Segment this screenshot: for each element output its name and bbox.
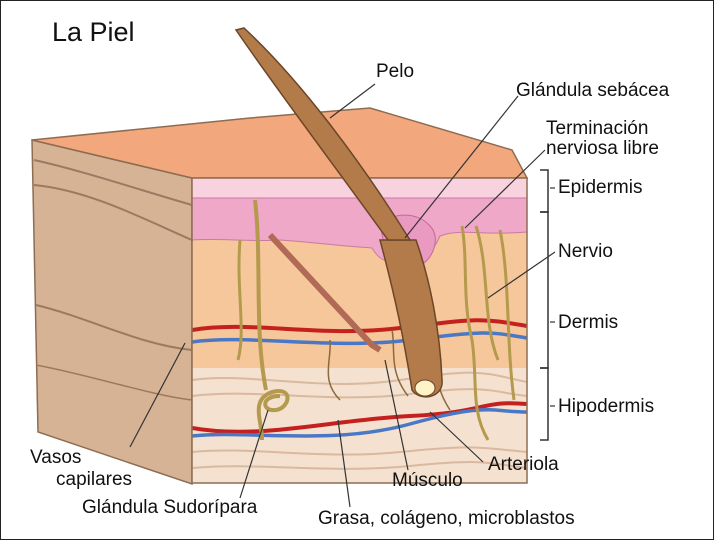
label-grasa: Grasa, colágeno, microblastos [318, 509, 575, 529]
skin-block-side-face [32, 140, 192, 484]
label-epidermis: Epidermis [558, 178, 642, 198]
label-dermis: Dermis [558, 313, 618, 333]
label-glandula-sudoripara: Glándula Sudorípara [82, 498, 257, 518]
label-terminacion-line2: nerviosa libre [546, 139, 659, 159]
label-hipodermis: Hipodermis [558, 397, 654, 417]
label-nervio: Nervio [558, 242, 613, 262]
label-arteriola: Arteriola [488, 455, 559, 475]
dermis-bracket [540, 212, 548, 368]
label-vasos-line1: Vasos [30, 448, 81, 468]
label-terminacion-line1: Terminación [546, 119, 648, 139]
hypodermis-bracket [540, 368, 548, 440]
label-glandula-sebacea: Glándula sebácea [516, 81, 669, 101]
label-musculo: Músculo [392, 471, 463, 491]
epidermis-bracket [540, 170, 548, 212]
diagram-title: La Piel [52, 17, 135, 47]
hair-bulb [415, 380, 435, 396]
label-vasos-line2: capilares [56, 470, 132, 490]
label-pelo: Pelo [376, 62, 414, 82]
